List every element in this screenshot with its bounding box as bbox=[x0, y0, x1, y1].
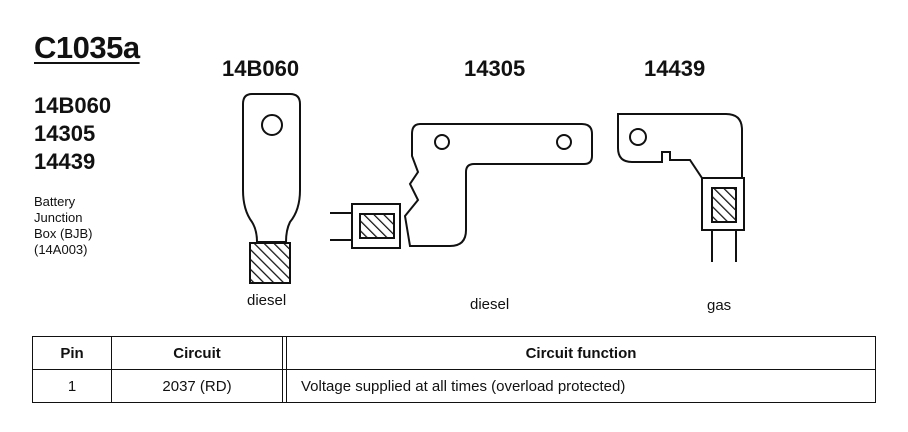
view-label-14439: 14439 bbox=[644, 56, 706, 81]
description-line: Battery bbox=[34, 194, 76, 209]
part-number: 14B060 bbox=[34, 93, 112, 118]
terminal-14b060 bbox=[242, 93, 301, 284]
view-label-14305: 14305 bbox=[464, 56, 526, 81]
column-header-pin: Pin bbox=[32, 336, 112, 370]
terminal-14305 bbox=[330, 123, 593, 249]
view-caption-14b060: diesel bbox=[247, 292, 287, 309]
column-header-circuit-function: Circuit function bbox=[286, 336, 876, 370]
pin-cell: 1 bbox=[32, 369, 112, 403]
part-number: 14305 bbox=[34, 121, 96, 146]
view-label-14b060: 14B060 bbox=[222, 56, 300, 81]
circuit-cell: 2037 (RD) bbox=[111, 369, 283, 403]
connector-description: Battery Junction Box (BJB) (14A003) bbox=[34, 194, 93, 258]
table-header-row: Pin Circuit Circuit function bbox=[32, 336, 876, 370]
description-line: Box (BJB) bbox=[34, 226, 93, 241]
view-caption-14439: gas bbox=[707, 297, 732, 314]
view-caption-14305: diesel bbox=[470, 296, 510, 313]
part-number-list: 14B060 14305 14439 bbox=[34, 92, 111, 176]
table-row: 1 2037 (RD) Voltage supplied at all time… bbox=[32, 369, 876, 403]
circuit-function-cell: Voltage supplied at all times (overload … bbox=[286, 369, 876, 403]
pinout-table: Pin Circuit Circuit function 1 2037 (RD)… bbox=[32, 336, 876, 403]
part-number: 14439 bbox=[34, 149, 96, 174]
description-line: Junction bbox=[34, 210, 83, 225]
description-line: (14A003) bbox=[34, 242, 88, 257]
connector-title: C1035a bbox=[34, 30, 140, 65]
terminal-14439 bbox=[617, 113, 745, 262]
column-header-circuit: Circuit bbox=[111, 336, 283, 370]
